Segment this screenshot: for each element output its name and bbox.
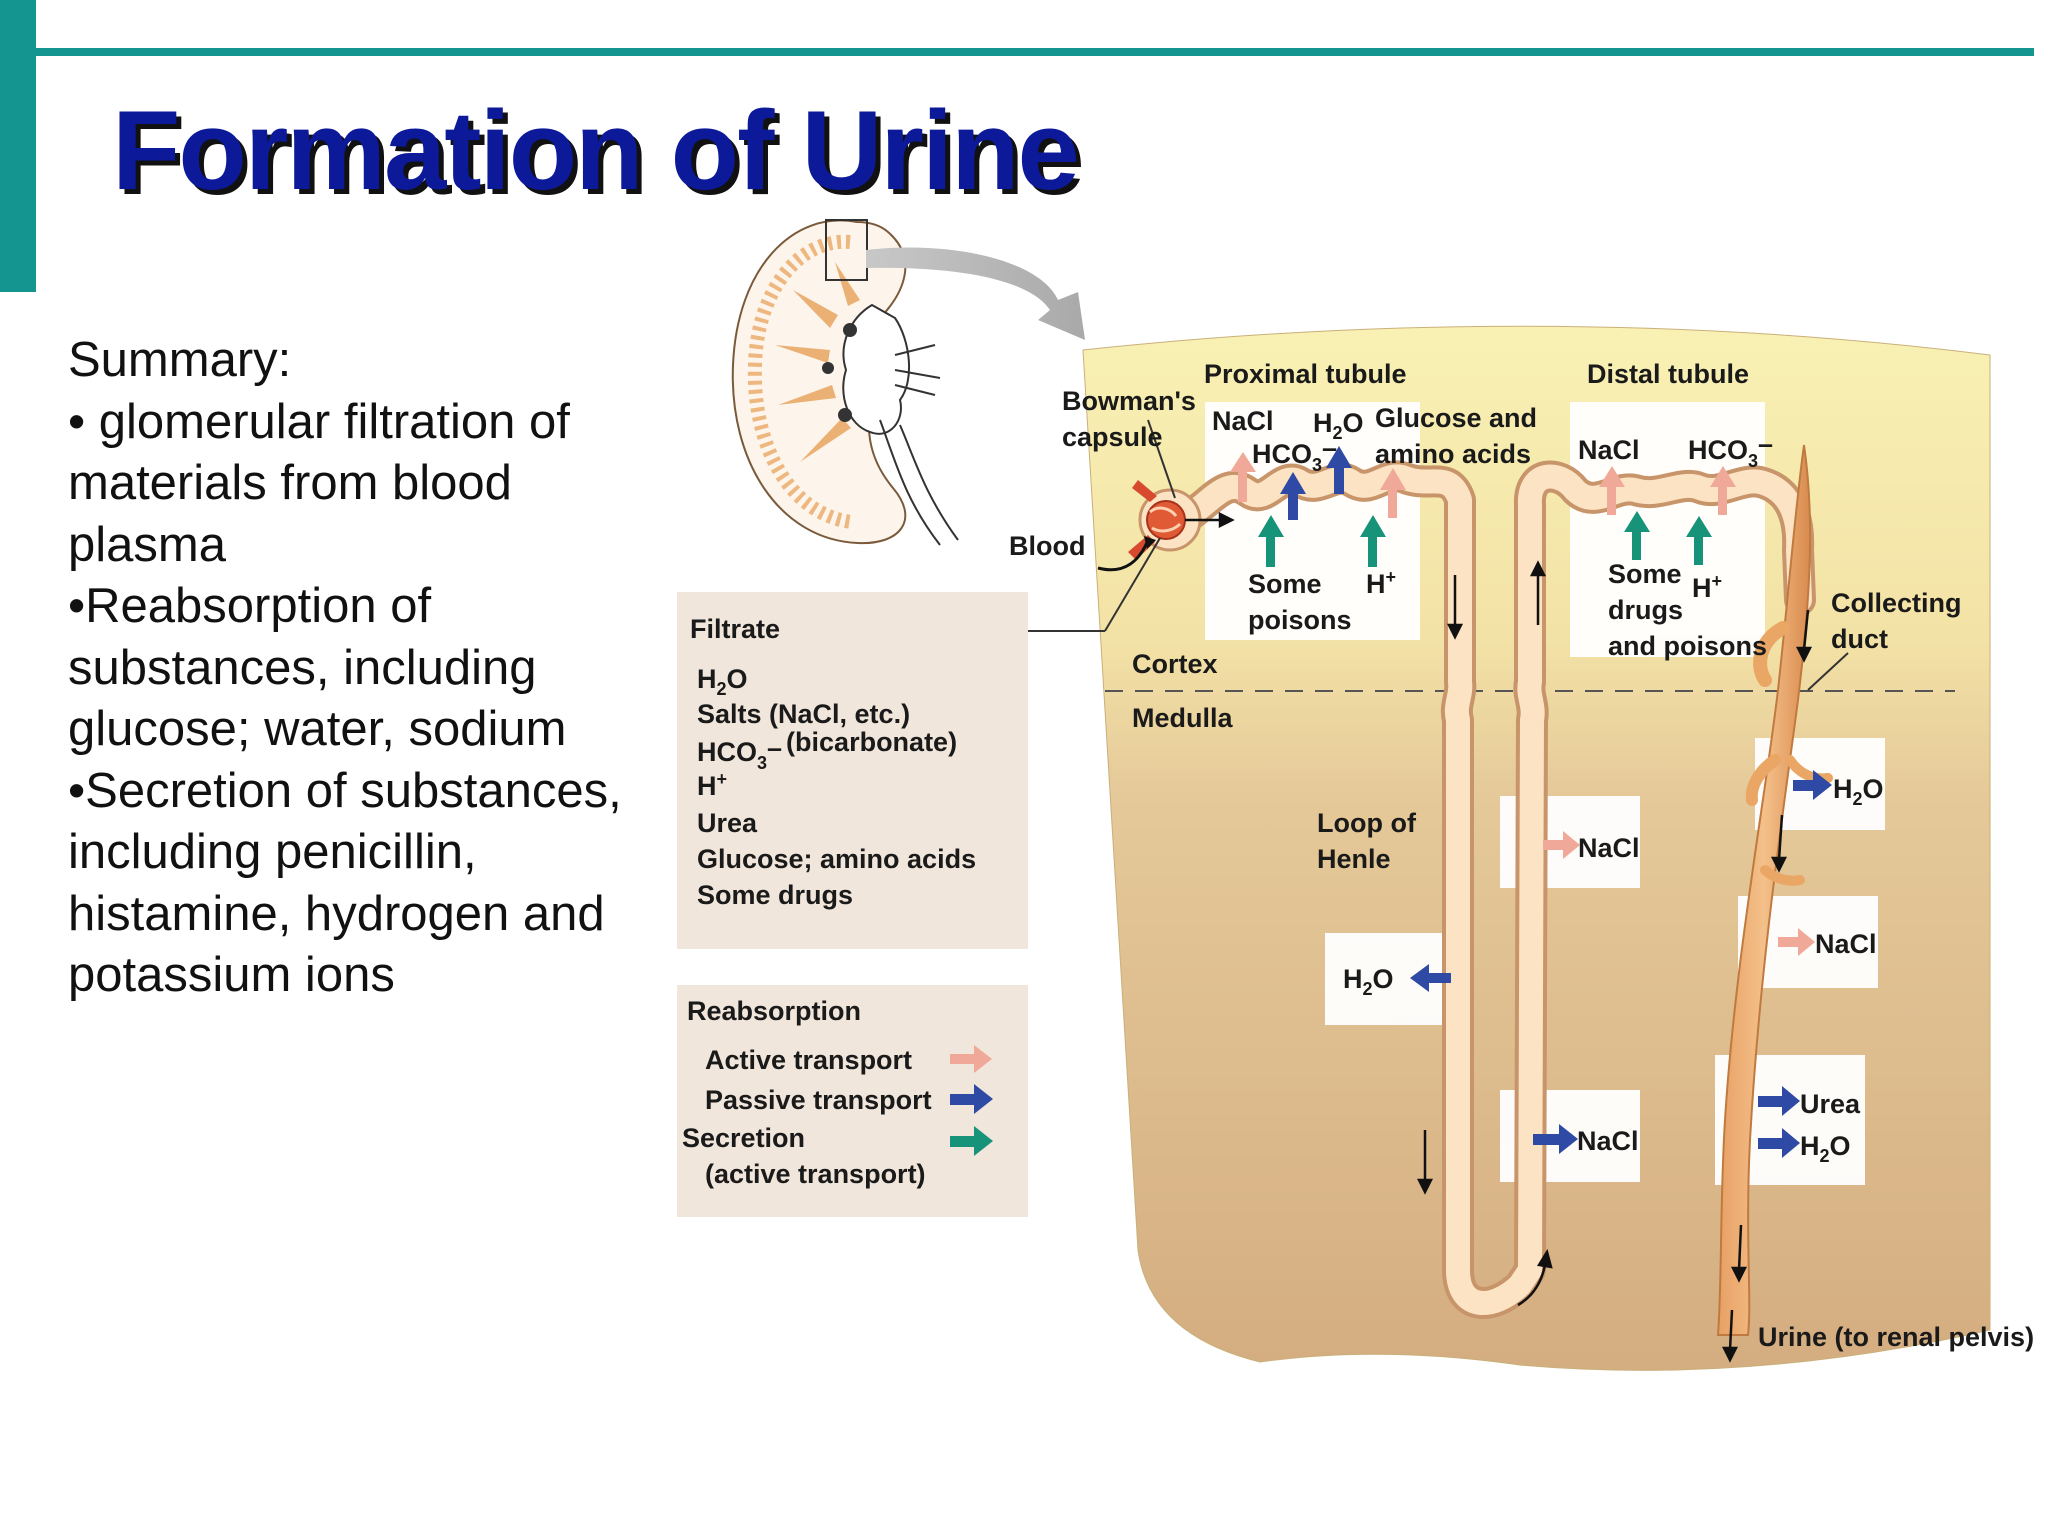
label-loop-nacl-2: NaCl bbox=[1577, 1126, 1639, 1156]
filtrate-item: Some drugs bbox=[697, 880, 853, 910]
label-medulla: Medulla bbox=[1132, 703, 1233, 733]
label-urine: Urine (to renal pelvis) bbox=[1758, 1322, 2034, 1352]
active-transport-arrow-up bbox=[1710, 466, 1736, 515]
label-blood: Blood bbox=[1009, 531, 1085, 561]
passive-transport-arrow-right bbox=[1793, 770, 1832, 800]
slide-title: Formation of Urine bbox=[112, 88, 1080, 213]
summary-line: •Secretion of substances, bbox=[68, 763, 622, 818]
label-prox-nacl: NaCl bbox=[1212, 406, 1274, 436]
collecting-duct bbox=[1716, 444, 1833, 1336]
label-capsule: capsule bbox=[1062, 422, 1163, 452]
label-duct: duct bbox=[1831, 624, 1888, 654]
label-cd-nacl: NaCl bbox=[1815, 929, 1877, 959]
summary-line: glucose; water, sodium bbox=[68, 702, 567, 756]
kidney-illustration bbox=[731, 219, 959, 546]
legend-passive-swatch bbox=[950, 1084, 993, 1114]
filtrate-item: Salts (NaCl, etc.) bbox=[697, 699, 910, 729]
secretion-arrow-up bbox=[1360, 515, 1386, 567]
legend-active-swatch bbox=[950, 1045, 992, 1073]
passive-transport-arrow-right bbox=[1758, 1086, 1800, 1116]
summary-line: • glomerular filtration of bbox=[68, 394, 570, 449]
label-prox-hco3: HCO3– bbox=[1252, 433, 1337, 475]
filtrate-panel: Filtrate H2O Salts (NaCl, etc.) HCO3–(bi… bbox=[677, 592, 1028, 949]
active-transport-arrow-right bbox=[1543, 831, 1580, 859]
label-bowmans: Bowman's bbox=[1062, 386, 1196, 416]
summary-line: histamine, hydrogen and bbox=[68, 886, 605, 941]
label-dist-and-poisons: and poisons bbox=[1608, 631, 1767, 661]
label-prox-some: Some bbox=[1248, 569, 1322, 599]
active-transport-arrow-up bbox=[1599, 466, 1625, 515]
summary-line: •Reabsorption of bbox=[68, 579, 432, 633]
label-prox-hplus: H+ bbox=[1366, 567, 1396, 599]
filtrate-item: Urea bbox=[697, 808, 758, 838]
label-loop-nacl-1: NaCl bbox=[1578, 833, 1640, 863]
summary-line: materials from blood bbox=[68, 456, 512, 510]
filtrate-label: Filtrate bbox=[690, 614, 780, 644]
active-transport-arrow-right bbox=[1778, 928, 1815, 956]
accent-bar bbox=[0, 0, 36, 292]
summary-line: substances, including bbox=[68, 640, 537, 695]
label-cd-h2o-2: H2O bbox=[1800, 1131, 1851, 1166]
legend-reabsorption: Reabsorption bbox=[687, 996, 861, 1026]
zoom-arrow bbox=[866, 247, 1085, 340]
label-cd-h2o-1: H2O bbox=[1833, 774, 1884, 809]
summary-line: including penicillin, bbox=[68, 825, 477, 879]
summary-text: Summary: • glomerular filtration of mate… bbox=[68, 330, 668, 1007]
blood-arrow bbox=[1097, 539, 1150, 572]
filtrate-item: H2O bbox=[697, 664, 748, 699]
label-proximal-tubule: Proximal tubule bbox=[1204, 359, 1407, 389]
summary-line: plasma bbox=[68, 517, 226, 572]
label-collecting: Collecting bbox=[1831, 588, 1962, 618]
legend-passive: Passive transport bbox=[705, 1085, 932, 1115]
active-transport-arrow-up bbox=[1380, 468, 1406, 518]
label-prox-amino: amino acids bbox=[1375, 439, 1531, 469]
label-dist-hco3: HCO3– bbox=[1688, 429, 1773, 471]
label-loop-of: Loop of bbox=[1317, 808, 1417, 838]
label-cortex: Cortex bbox=[1132, 649, 1218, 679]
diagram-labels: Proximal tubule Distal tubule Bowman's c… bbox=[1009, 359, 2034, 1352]
flow-arrows bbox=[1185, 511, 1813, 1363]
passive-transport-arrow-up bbox=[1280, 472, 1306, 520]
accent-rule bbox=[36, 48, 2034, 56]
label-cd-urea: Urea bbox=[1800, 1089, 1861, 1119]
filtrate-item: H+ bbox=[697, 769, 727, 801]
label-dist-drugs: drugs bbox=[1608, 595, 1683, 625]
secretion-arrow-up bbox=[1258, 515, 1284, 567]
legend-secretion-swatch bbox=[950, 1126, 993, 1156]
label-dist-some: Some bbox=[1608, 559, 1682, 589]
label-distal-tubule: Distal tubule bbox=[1587, 359, 1749, 389]
label-dist-hplus: H+ bbox=[1692, 571, 1722, 603]
filtrate-item: Glucose; amino acids bbox=[697, 844, 976, 874]
nephron-tubule bbox=[1166, 460, 1816, 1319]
passive-transport-arrow-up bbox=[1326, 446, 1352, 494]
legend-secretion: Secretion bbox=[682, 1123, 805, 1153]
label-prox-glucose: Glucose and bbox=[1375, 403, 1537, 433]
summary-line: Summary: bbox=[68, 333, 292, 387]
legend-secretion-sub: (active transport) bbox=[705, 1159, 926, 1189]
transport-arrows bbox=[1230, 446, 1832, 1158]
summary-line: potassium ions bbox=[68, 948, 395, 1002]
label-loop-h2o: H2O bbox=[1343, 964, 1394, 999]
filtrate-item: HCO3–(bicarbonate) bbox=[697, 727, 957, 773]
passive-transport-arrow-left bbox=[1410, 964, 1451, 992]
active-transport-arrow-up bbox=[1230, 452, 1256, 502]
label-henle: Henle bbox=[1317, 844, 1391, 874]
label-dist-nacl: NaCl bbox=[1578, 435, 1640, 465]
label-prox-h2o: H2O bbox=[1313, 408, 1364, 443]
passive-transport-arrow-right bbox=[1533, 1124, 1578, 1154]
passive-transport-arrow-right bbox=[1758, 1128, 1800, 1158]
secretion-arrow-up bbox=[1686, 516, 1712, 565]
legend-active: Active transport bbox=[705, 1045, 912, 1075]
legend-panel: Reabsorption Active transport Passive tr… bbox=[677, 985, 1028, 1217]
secretion-arrow-up bbox=[1624, 511, 1650, 560]
label-prox-poisons: poisons bbox=[1248, 605, 1352, 635]
